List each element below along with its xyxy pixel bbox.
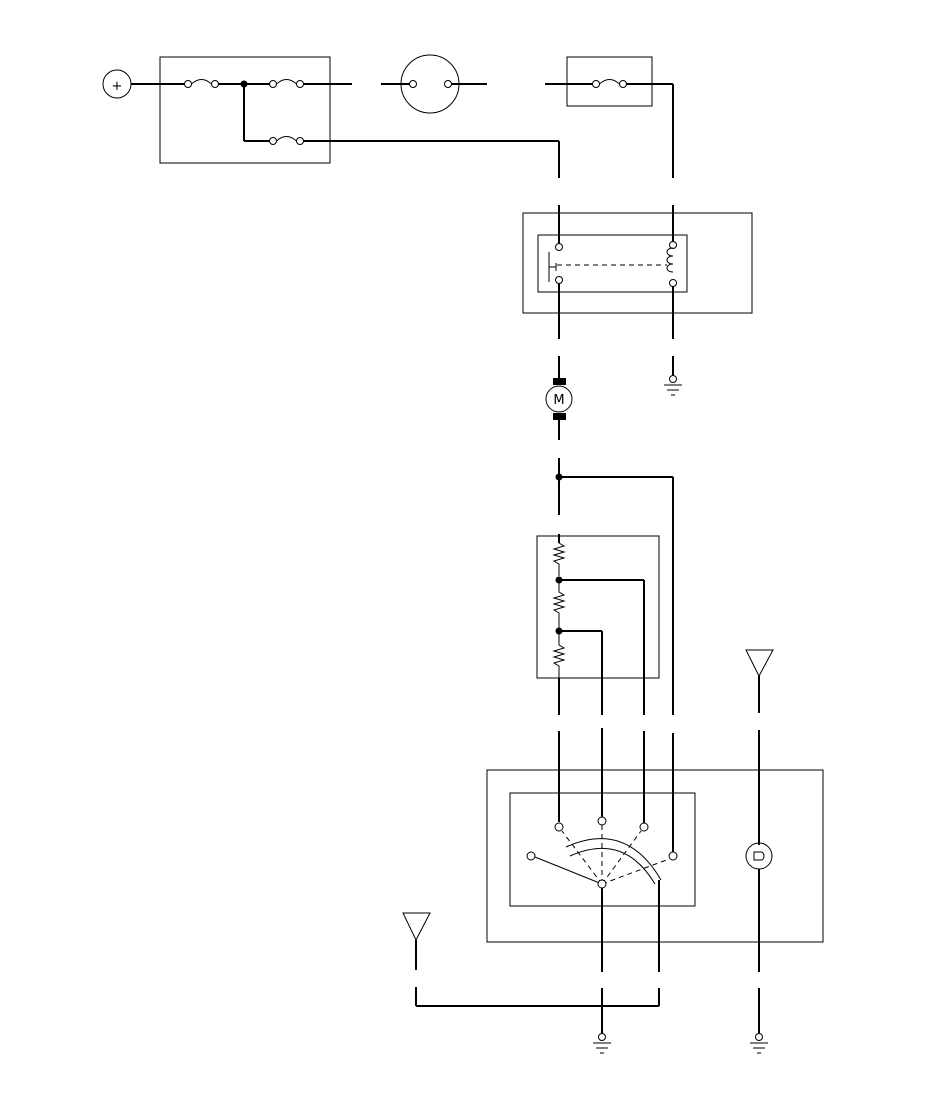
switch-common-terminal	[597, 879, 607, 889]
blower-switch-housing	[486, 769, 824, 943]
fuse-box	[159, 56, 331, 164]
switch-terminals	[526, 816, 678, 861]
resistor-2	[552, 580, 566, 629]
relay-inner	[537, 234, 688, 293]
fuse-right	[592, 79, 627, 88]
switch-illumination-lamp-icon	[745, 842, 773, 870]
switch-wiper-paths	[534, 825, 670, 885]
illumination-feed-symbol-right	[745, 649, 774, 678]
relay-contact	[548, 243, 563, 284]
blower-motor: M	[545, 378, 573, 420]
illumination-feed-symbol-left	[402, 912, 431, 942]
ignition-switch	[400, 54, 460, 114]
fuse-lower	[269, 136, 304, 145]
resistor-3	[552, 631, 566, 686]
battery-symbol: +	[102, 69, 132, 99]
battery-plus-label: +	[112, 79, 123, 94]
fuse-upper	[269, 79, 304, 88]
fuse-main	[184, 79, 219, 88]
ground-symbol-switch	[593, 1033, 611, 1054]
ground-symbol-illum	[750, 1033, 768, 1054]
ground-symbol-relay	[664, 375, 682, 396]
switch-contact-arc	[565, 838, 662, 881]
switch-terminal-m2	[639, 822, 649, 832]
fuse-box-right	[566, 56, 653, 107]
blower-resistor	[536, 535, 660, 679]
relay-housing	[522, 212, 753, 314]
switch-terminal-lo	[554, 822, 564, 832]
switch-terminal-m1	[597, 816, 607, 826]
switch-contact-arc-inner	[569, 848, 656, 885]
relay-coil-icon	[666, 241, 677, 287]
switch-terminal-off	[526, 851, 536, 861]
switch-terminal-hi	[668, 851, 678, 861]
resistor-1	[552, 542, 566, 576]
motor-label: M	[553, 393, 564, 408]
